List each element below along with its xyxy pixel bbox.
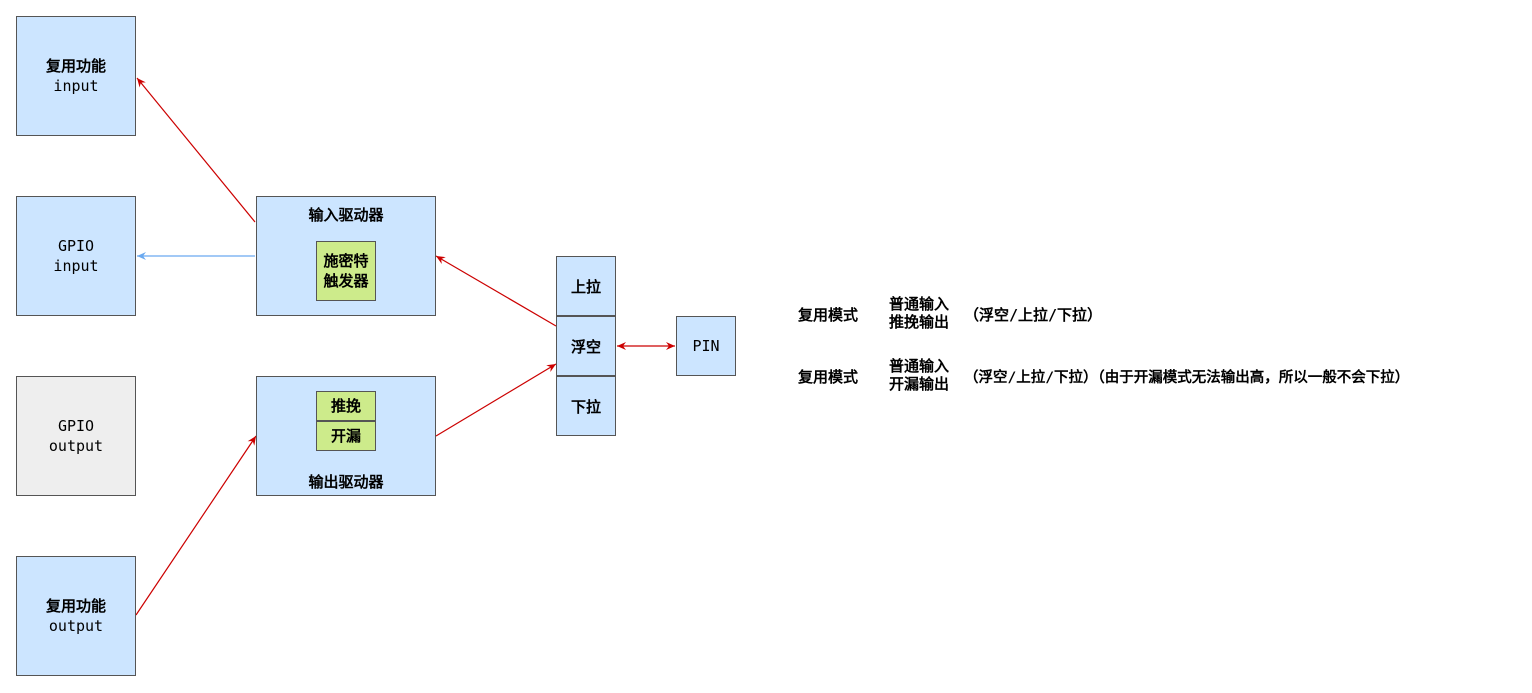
note1-line1: 普通输入 xyxy=(889,295,950,313)
floating-cell: 浮空 xyxy=(556,316,616,376)
pull-down-label: 下拉 xyxy=(570,397,601,416)
pull-up-cell: 上拉 xyxy=(556,256,616,316)
gpio-output-block: GPIO output xyxy=(16,376,136,496)
arrow-output-driver-to-floating xyxy=(435,363,557,437)
note1-stack: 普通输入 推挽输出 xyxy=(889,295,949,331)
arrow-input-driver-to-alt-input xyxy=(136,77,256,223)
gpio-output-line1: GPIO xyxy=(57,417,95,435)
push-pull-label: 推挽 xyxy=(330,397,361,415)
schmitt-trigger: 施密特 触发器 xyxy=(316,241,376,301)
schmitt-line1: 施密特 xyxy=(323,252,369,270)
open-drain-cell: 开漏 xyxy=(316,421,376,451)
alt-function-input-block: 复用功能 input xyxy=(16,16,136,136)
gpio-input-block: GPIO input xyxy=(16,196,136,316)
pull-up-label: 上拉 xyxy=(570,277,601,296)
pin-label: PIN xyxy=(692,337,720,355)
note1-line2: 推挽输出 xyxy=(889,313,950,331)
pin-block: PIN xyxy=(676,316,736,376)
note1-mode: 复用模式 xyxy=(798,306,859,324)
note2-stack: 普通输入 开漏输出 xyxy=(889,357,949,393)
note2-mode: 复用模式 xyxy=(798,368,859,386)
output-driver-title: 输出驱动器 xyxy=(308,473,384,491)
push-pull-cell: 推挽 xyxy=(316,391,376,421)
alt-output-line2: output xyxy=(48,617,104,635)
pull-down-cell: 下拉 xyxy=(556,376,616,436)
open-drain-label: 开漏 xyxy=(330,427,361,445)
alt-output-line1: 复用功能 xyxy=(45,597,106,615)
gpio-input-line2: input xyxy=(53,257,99,275)
note2-suffix: （浮空/上拉/下拉）（由于开漏模式无法输出高，所以一般不会下拉） xyxy=(964,370,1410,386)
schmitt-line2: 触发器 xyxy=(323,272,369,290)
alt-function-output-block: 复用功能 output xyxy=(16,556,136,676)
gpio-input-line1: GPIO xyxy=(57,237,95,255)
alt-input-line2: input xyxy=(53,77,99,95)
arrow-floating-to-input-driver xyxy=(435,255,557,327)
note2-line2: 开漏输出 xyxy=(889,375,950,393)
floating-label: 浮空 xyxy=(570,337,601,356)
arrow-alt-output-to-output-driver xyxy=(135,435,257,616)
gpio-output-line2: output xyxy=(48,437,104,455)
alt-input-line1: 复用功能 xyxy=(45,57,106,75)
input-driver-title: 输入驱动器 xyxy=(308,206,384,224)
note1-suffix: （浮空/上拉/下拉） xyxy=(964,306,1103,324)
note2-line1: 普通输入 xyxy=(889,357,950,375)
